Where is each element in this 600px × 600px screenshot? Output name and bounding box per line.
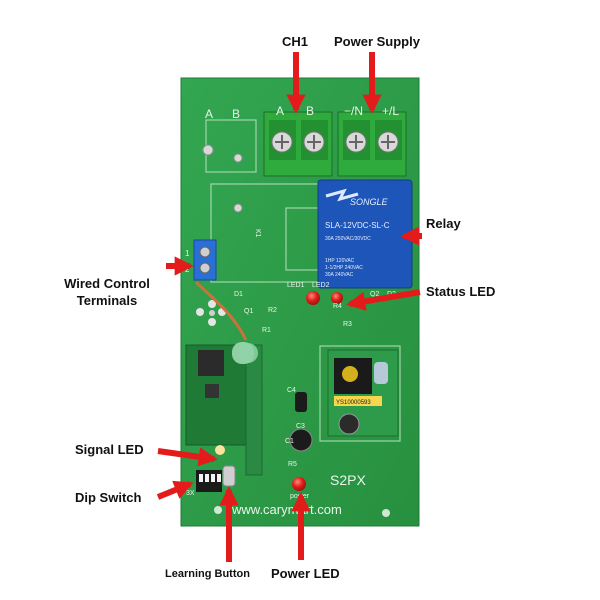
silk-model: S2PX: [330, 472, 366, 488]
arrow-dip-switch: [156, 480, 194, 500]
silk-neutral: −/N: [344, 104, 363, 118]
label-power-led: Power LED: [271, 566, 340, 581]
silk-q1: Q1: [244, 308, 253, 315]
silk-led2: LED2: [312, 282, 330, 289]
silk-terminal-1: 1: [185, 249, 190, 258]
label-signal-led: Signal LED: [75, 442, 144, 457]
silk-r2: R2: [268, 307, 277, 314]
silk-a-right: A: [276, 104, 284, 118]
relay-brand: SONGLE: [350, 197, 389, 207]
relay-rating-4: 30A 240VAC: [325, 272, 354, 278]
relay-rating-2: 1HP 120VAC: [325, 258, 355, 264]
terminal-block-wired-control: [193, 239, 217, 281]
silk-k1: K1: [254, 229, 261, 238]
capacitors: [238, 343, 313, 452]
arrow-status-led: [346, 289, 421, 311]
label-relay: Relay: [426, 216, 461, 231]
relay-rating-3: 1-1/2HP 240VAC: [325, 265, 363, 271]
silk-c4: C4: [287, 387, 296, 394]
power-module: [327, 349, 399, 437]
silk-a-left: A: [205, 107, 213, 121]
power-led: [292, 477, 306, 491]
relay-model: SLA-12VDC-SL-C: [325, 221, 390, 230]
terminal-block-ch1: [263, 111, 333, 177]
label-power-supply: Power Supply: [334, 34, 420, 49]
silk-b-right: B: [306, 104, 314, 118]
silk-d1: D1: [234, 291, 243, 298]
label-ch1: CH1: [282, 34, 309, 49]
dip-switch: [196, 470, 222, 492]
silk-b-left: B: [232, 107, 240, 121]
silk-c1: C1: [285, 438, 294, 445]
label-wired-control-terminals: Wired Control Terminals: [64, 276, 150, 308]
annotation-arrows: [156, 52, 422, 562]
silk-live: +/L: [382, 104, 399, 118]
pad-cluster: [196, 300, 226, 326]
status-led: [306, 291, 343, 305]
silk-r3: R3: [343, 321, 352, 328]
silk-r4: R4: [333, 303, 342, 310]
silk-dip-label: 3X: [186, 490, 195, 497]
learning-button: [222, 465, 236, 487]
relay-rating-1: 30A 250VAC/30VDC: [325, 236, 371, 242]
label-learning-button: Learning Button: [165, 568, 250, 580]
arrow-signal-led: [157, 447, 218, 467]
terminal-block-power: [337, 111, 407, 177]
signal-led: [215, 445, 225, 455]
silk-c3: C3: [296, 423, 305, 430]
silk-r5: R5: [288, 461, 297, 468]
label-status-led: Status LED: [426, 284, 496, 299]
radio-module: [185, 342, 263, 476]
power-module-part: YS10000593: [336, 400, 371, 406]
label-dip-switch: Dip Switch: [75, 490, 142, 505]
silk-led1: LED1: [287, 282, 305, 289]
silk-r1: R1: [262, 327, 271, 334]
silk-website: www.carymart.com: [231, 502, 342, 517]
silk-q2: Q2: [370, 291, 379, 298]
